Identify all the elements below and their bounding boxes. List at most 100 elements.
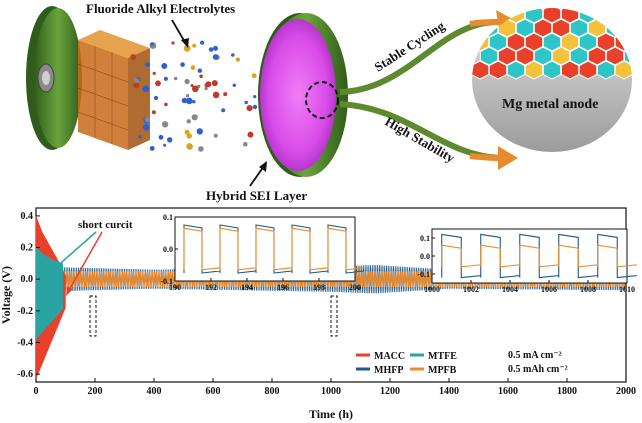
sei-grain <box>479 46 499 66</box>
molecule-dot <box>143 124 150 131</box>
molecule-dot <box>171 41 175 45</box>
y-tick-label: -0.2 <box>17 306 33 317</box>
y-axis-label: Voltage (V) <box>0 266 13 324</box>
molecule-dot <box>180 62 185 67</box>
molecule-dot <box>152 71 156 75</box>
inset-x-tick-label: 198 <box>313 283 325 292</box>
molecule-dot <box>192 85 199 93</box>
molecule-dot <box>232 83 236 88</box>
sei-grain <box>524 32 544 52</box>
x-tick-label: 1400 <box>439 386 459 397</box>
left-cell-cap <box>26 6 82 150</box>
molecule-dot <box>153 95 159 101</box>
molecule-dot <box>198 146 204 152</box>
sei-grain <box>578 60 598 80</box>
molecule-dot <box>133 82 140 89</box>
legend-mhfp: MHFP <box>374 365 403 376</box>
sei-grain <box>506 60 526 80</box>
sei-label: Hybrid SEI Layer <box>206 188 307 203</box>
molecule-dot <box>190 65 196 70</box>
sei-layer <box>260 19 336 171</box>
sei-grain <box>515 46 535 66</box>
molecule-dot <box>167 137 173 143</box>
x-tick-label: 1800 <box>557 386 577 397</box>
x-tick-label: 1000 <box>321 386 341 397</box>
series-mhfp <box>35 264 626 294</box>
molecule-dot <box>174 76 178 81</box>
legend-mtfe: MTFE <box>428 351 457 362</box>
electrolyte-title: Fluoride Alkyl Electrolytes <box>86 1 235 16</box>
molecule-dot <box>212 54 219 60</box>
y-tick-label: -0.4 <box>17 337 33 348</box>
sei-grain <box>551 46 571 66</box>
molecule-dot <box>191 114 198 121</box>
molecule-dot <box>196 128 203 135</box>
molecule-dot <box>163 143 167 147</box>
molecule-dot <box>186 133 192 139</box>
inset-x-tick-label: 190 <box>169 283 181 292</box>
inset-x-tick-label: 192 <box>205 283 217 292</box>
y-tick-label: 0.2 <box>21 243 34 254</box>
sei-grain <box>623 18 632 38</box>
electrolyte-molecules <box>130 40 258 152</box>
sei-grain <box>533 46 553 66</box>
schematic: Fluoride Alkyl Electrolytes Hybrid SEI L… <box>26 1 632 203</box>
molecule-dot <box>130 54 137 60</box>
sei-grain <box>506 32 526 52</box>
molecule-dot <box>184 78 190 85</box>
molecule-dot <box>190 84 194 88</box>
inset-y-tick-label: 0.0 <box>420 252 430 261</box>
sei-grain <box>578 32 598 52</box>
inset-series-mpfb <box>183 227 365 271</box>
molecule-dot <box>244 100 248 105</box>
y-tick-label: -0.6 <box>17 369 33 380</box>
inset-series-mhfp <box>183 224 365 274</box>
sei-grain <box>614 60 632 80</box>
x-tick-label: 600 <box>206 386 221 397</box>
molecule-dot <box>199 74 203 79</box>
molecule-dot <box>164 102 168 107</box>
x-tick-label: 800 <box>265 386 280 397</box>
molecule-dot <box>200 40 205 45</box>
molecule-dot <box>183 44 191 52</box>
molecule-dot <box>211 80 218 87</box>
x-tick-label: 1600 <box>498 386 518 397</box>
sei-grains <box>472 8 632 80</box>
molecule-dot <box>213 133 218 138</box>
molecule-dot <box>149 146 155 151</box>
condition-current: 0.5 mA cm⁻² <box>508 350 562 361</box>
inset-y-tick-label: 0.0 <box>163 245 173 254</box>
inset-x-tick-label: 196 <box>277 283 289 292</box>
sei-grain <box>542 60 562 80</box>
molecule-dot <box>253 95 257 99</box>
sei-grain <box>542 8 562 24</box>
inset-x-tick-label: 1006 <box>541 285 557 294</box>
molecule-dot <box>204 86 208 91</box>
legend-mpfb: MPFB <box>428 365 457 376</box>
sei-grain <box>560 60 580 80</box>
molecule-dot <box>144 116 151 123</box>
x-tick-label: 0 <box>34 386 39 397</box>
sei-grain <box>488 32 508 52</box>
sei-grain <box>551 18 571 38</box>
inset-x-tick-label: 1010 <box>619 285 635 294</box>
x-tick-label: 200 <box>88 386 103 397</box>
y-axis: 0.40.20.0-0.2-0.4-0.6 <box>17 211 40 380</box>
sei-grain <box>533 18 553 38</box>
molecule-dot <box>247 131 254 138</box>
molecule-dot <box>243 142 248 147</box>
molecule-dot <box>138 135 142 139</box>
molecule-dot <box>197 68 202 73</box>
inset-y-tick-label: -0.1 <box>417 270 430 279</box>
x-tick-label: 400 <box>147 386 162 397</box>
molecule-dot <box>161 121 169 128</box>
sei-grain <box>569 46 589 66</box>
condition-capacity: 0.5 mAh cm⁻² <box>508 364 568 375</box>
molecule-dot <box>205 81 212 88</box>
molecule-dot <box>151 110 156 115</box>
chart-series <box>35 215 626 379</box>
